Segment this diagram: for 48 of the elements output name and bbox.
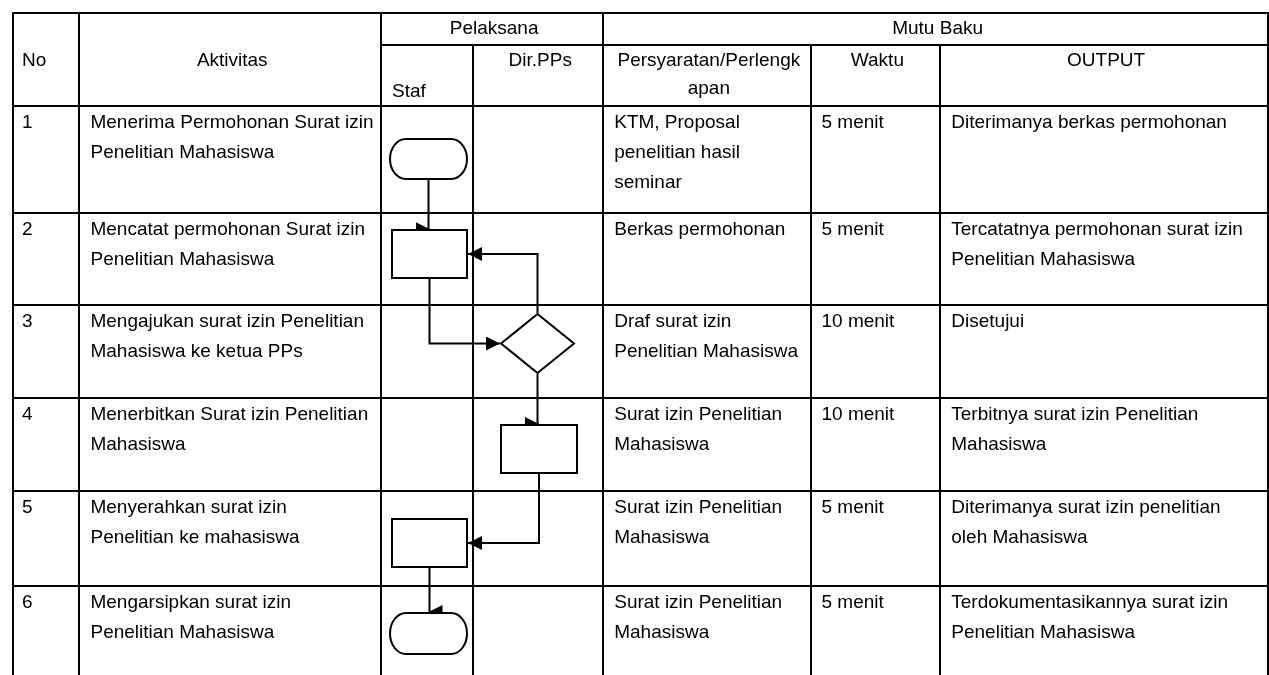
duration-text: 5 menit xyxy=(821,496,884,517)
requirement-text: Surat izin Penelitian Mahasiswa xyxy=(614,591,783,642)
arrow xyxy=(467,473,540,550)
duration-text: 10 menit xyxy=(821,310,895,331)
arrow xyxy=(467,247,539,314)
output-text: Terdokumentasikannya surat izin Penelitian Mahasiswa xyxy=(951,591,1228,642)
activity-text: Menyerahkan surat izin Penelitian ke mahasiswa xyxy=(90,496,300,547)
terminator-shape xyxy=(389,138,468,180)
row-number: 4 xyxy=(22,403,33,424)
terminator-shape xyxy=(389,612,468,655)
requirement-text: KTM, Proposal penelitian hasil seminar xyxy=(614,111,740,192)
column-header: Mutu Baku xyxy=(892,17,983,38)
column-header: Persyaratan/Perlengkapan xyxy=(617,49,801,98)
column-header: No xyxy=(22,48,47,70)
requirement-text: Berkas permohonan xyxy=(614,218,786,239)
column-header: Dir.PPs xyxy=(508,49,572,70)
row-number: 1 xyxy=(22,111,33,132)
output-text: Tercatatnya permohonan surat izin Penelitian Mahasiswa xyxy=(951,218,1243,269)
output-text: Diterimanya surat izin penelitian oleh Mahasiswa xyxy=(951,496,1221,547)
activity-text: Mencatat permohonan Surat izin Penelitian Mahasiswa xyxy=(90,218,366,269)
column-header: Staf xyxy=(392,80,426,101)
requirement-text: Draf surat izin Penelitian Mahasiswa xyxy=(614,310,798,361)
row-number: 2 xyxy=(22,218,33,239)
process-box xyxy=(391,229,468,279)
output-text: Terbitnya surat izin Penelitian Mahasiswa xyxy=(951,403,1199,454)
column-header: Waktu xyxy=(850,49,904,70)
decision-diamond xyxy=(500,313,575,374)
row-number: 6 xyxy=(22,591,33,612)
process-box xyxy=(391,518,468,568)
row-number: 3 xyxy=(22,310,33,331)
duration-text: 10 menit xyxy=(821,403,895,424)
requirement-text: Surat izin Penelitian Mahasiswa xyxy=(614,403,783,454)
process-box xyxy=(500,424,578,474)
activity-text: Mengajukan surat izin Penelitian Mahasiswa ke ketua PPs xyxy=(90,310,364,361)
activity-text: Mengarsipkan surat izin Penelitian Mahasiswa xyxy=(90,591,292,642)
column-header: OUTPUT xyxy=(1067,49,1146,70)
column-header: Pelaksana xyxy=(449,17,539,38)
duration-text: 5 menit xyxy=(821,218,884,239)
duration-text: 5 menit xyxy=(821,591,884,612)
activity-text: Menerima Permohonan Surat izin Penelitian Mahasiswa xyxy=(90,111,374,162)
arrow xyxy=(428,278,501,351)
output-text: Diterimanya berkas permohonan xyxy=(951,111,1227,132)
row-number: 5 xyxy=(22,496,33,517)
duration-text: 5 menit xyxy=(821,111,884,132)
column-header: Aktivitas xyxy=(196,48,268,70)
activity-text: Menerbitkan Surat izin Penelitian Mahasiswa xyxy=(90,403,369,454)
output-text: Disetujui xyxy=(951,310,1025,331)
requirement-text: Surat izin Penelitian Mahasiswa xyxy=(614,496,783,547)
